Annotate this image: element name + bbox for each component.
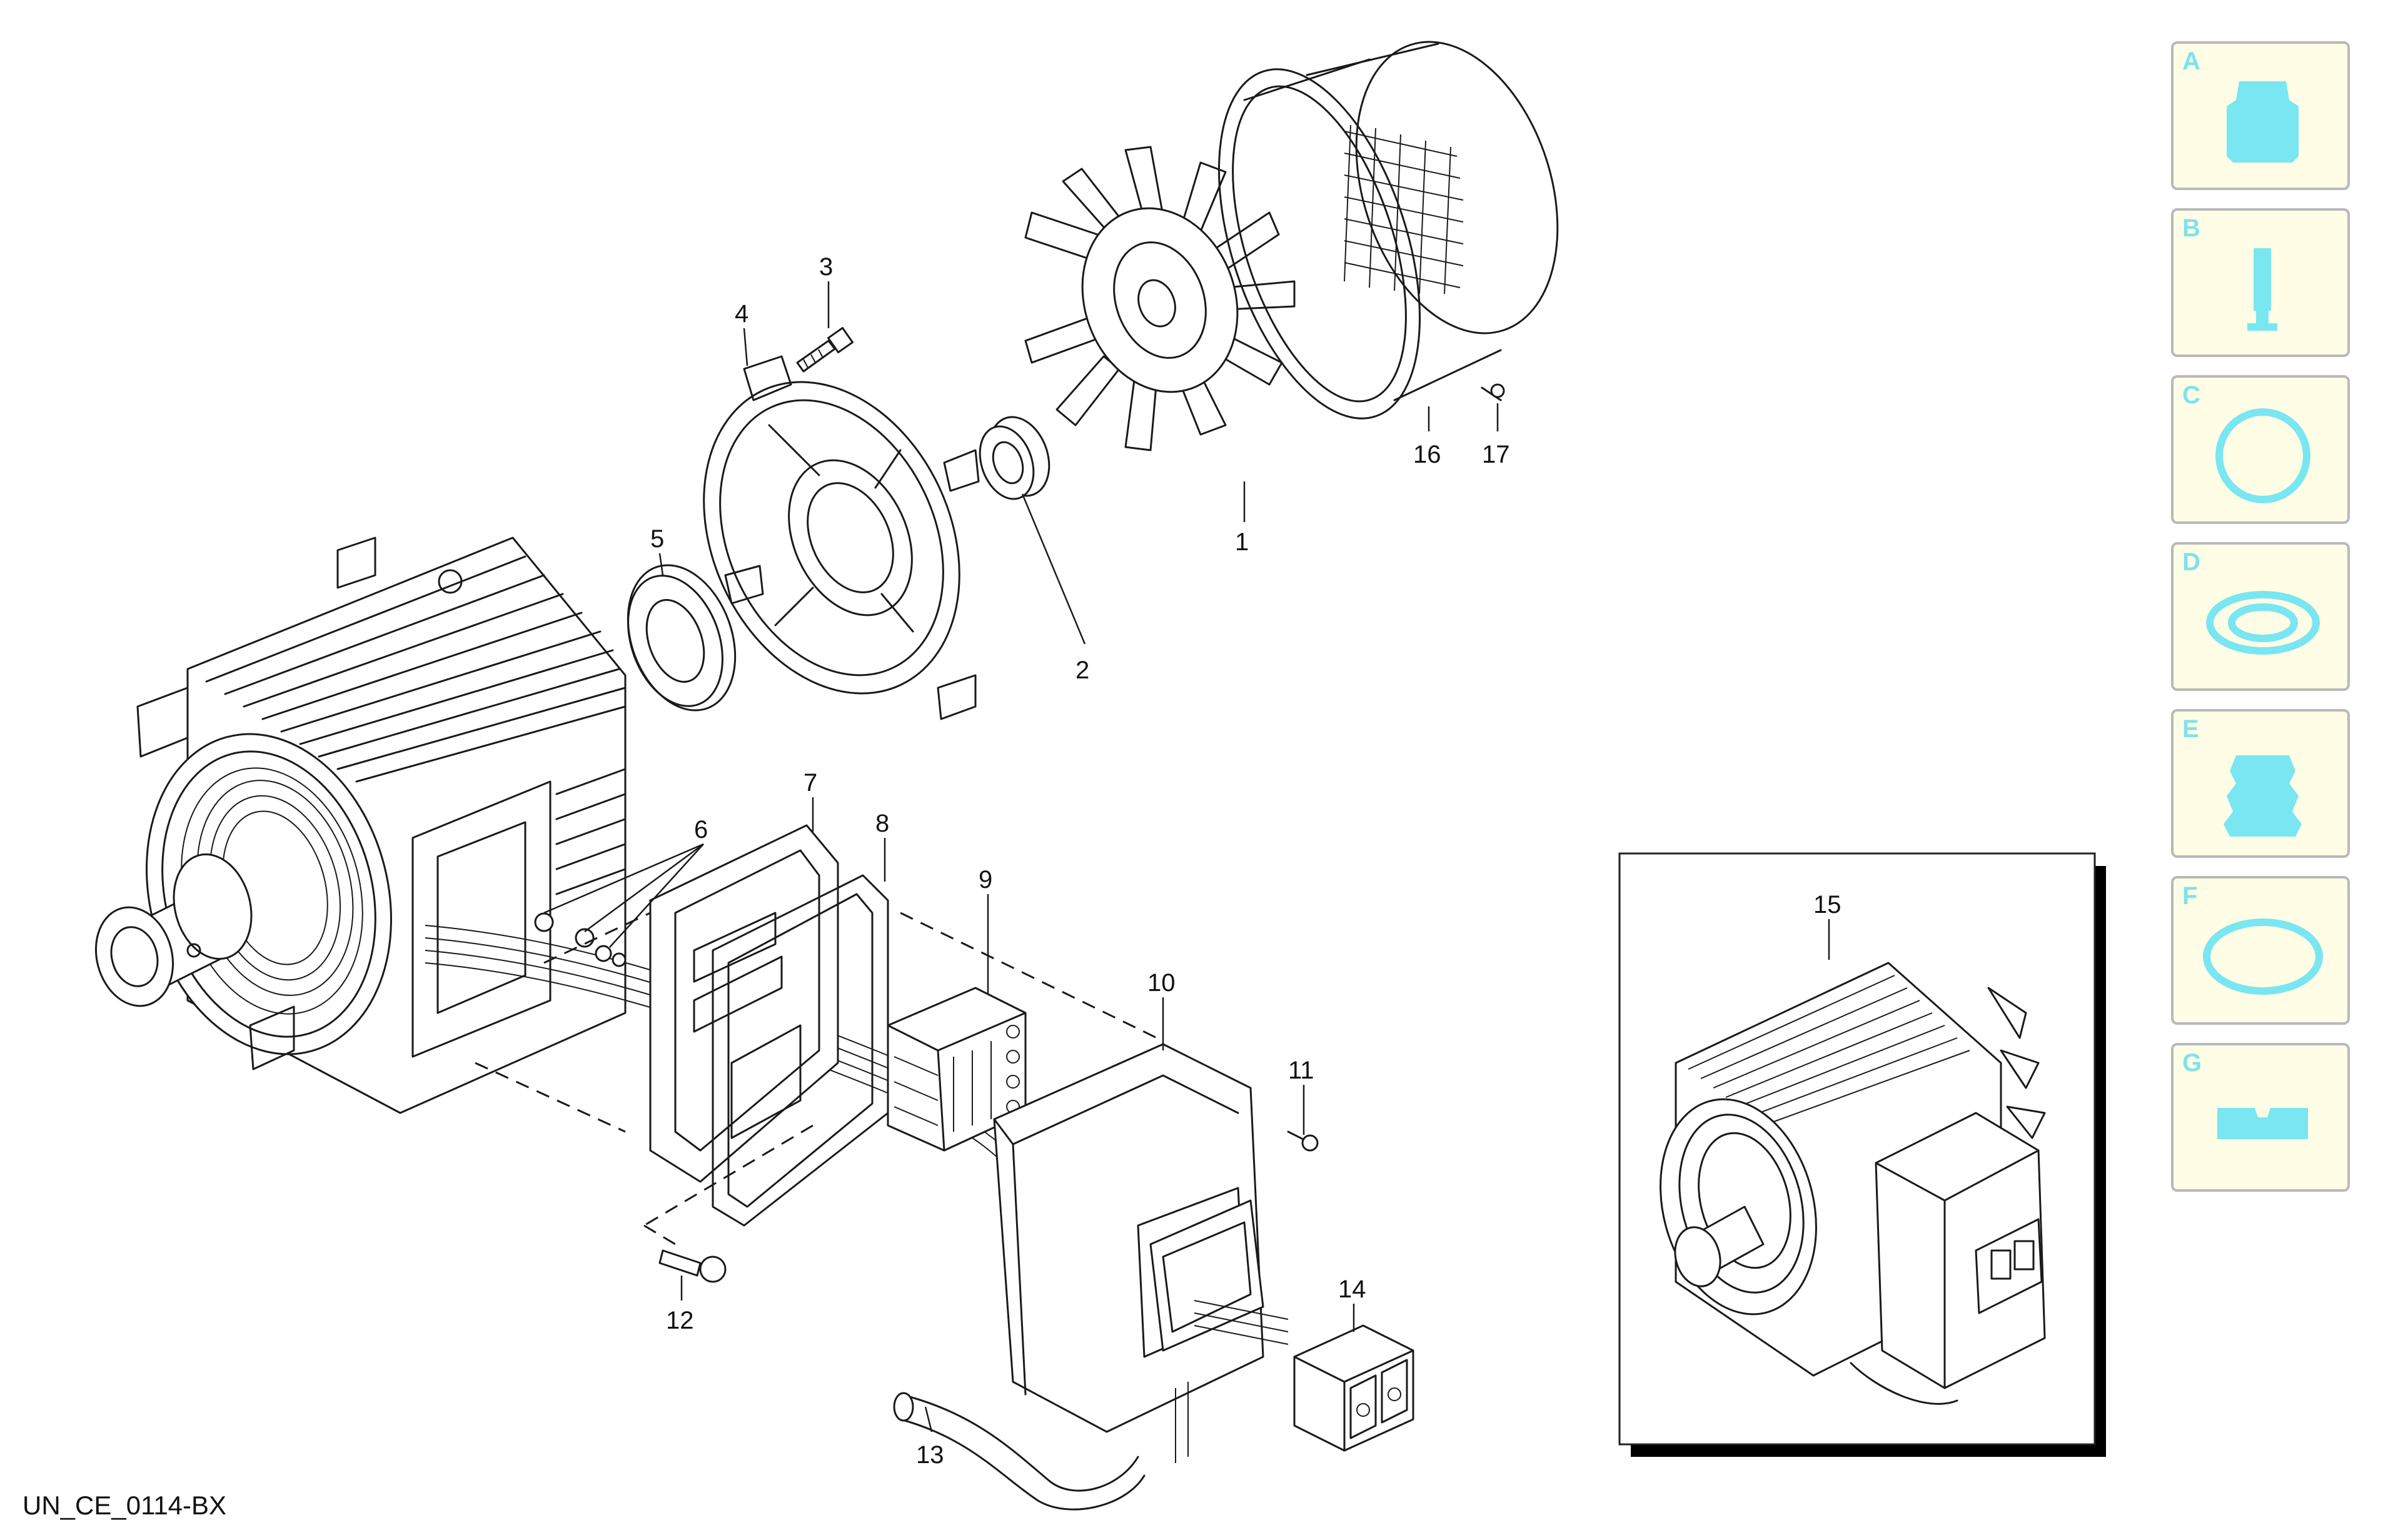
power-cable <box>893 1392 1146 1511</box>
drawing-code: UN_CE_0114-BX <box>23 1491 226 1520</box>
callout-12: 12 <box>666 1307 694 1334</box>
shaft-pin-icon <box>2247 248 2277 331</box>
terminal-box-base <box>649 824 839 1183</box>
base-screw-12 <box>658 1249 727 1283</box>
cover-screw-11 <box>1287 1130 1319 1152</box>
motor-unit-icon <box>2227 81 2299 163</box>
ball-bearing <box>627 564 737 712</box>
tab-a[interactable]: A <box>2171 41 2350 190</box>
tab-f[interactable]: F <box>2171 876 2350 1025</box>
callout-labels: 1 2 3 4 5 6 7 8 9 10 11 12 13 14 16 17 <box>650 253 1510 1469</box>
shield-bolt <box>796 327 854 373</box>
motor-body <box>94 536 627 1114</box>
tab-e[interactable]: E <box>2171 709 2350 858</box>
bellows-icon <box>2224 755 2302 837</box>
callout-7: 7 <box>804 769 817 797</box>
seal-ring-icon <box>2206 591 2320 655</box>
tab-letter: A <box>2182 48 2200 75</box>
callout-6: 6 <box>694 816 708 843</box>
callout-4: 4 <box>735 300 748 328</box>
tab-letter: D <box>2182 548 2200 576</box>
callout-3: 3 <box>819 253 833 281</box>
assembled-view-inset: 15 <box>1618 852 2106 1457</box>
tab-c[interactable]: C <box>2171 375 2350 524</box>
callout-5: 5 <box>650 525 664 553</box>
end-shield <box>703 355 980 720</box>
callout-1: 1 <box>1235 528 1249 556</box>
tab-b[interactable]: B <box>2171 208 2350 357</box>
shaft-collar <box>979 416 1050 500</box>
tab-letter: B <box>2182 214 2200 242</box>
gasket-ring-icon <box>2215 408 2310 503</box>
tab-letter: C <box>2182 381 2200 409</box>
fan-cover <box>1218 41 1559 420</box>
callout-9: 9 <box>979 866 992 893</box>
callout-11: 11 <box>1288 1057 1314 1084</box>
callout-13: 13 <box>916 1441 944 1469</box>
callout-2: 2 <box>1076 657 1089 684</box>
callout-17: 17 <box>1482 441 1510 468</box>
cover-screw <box>1481 383 1505 401</box>
tab-letter: F <box>2182 882 2198 910</box>
cooling-fan <box>1024 146 1296 451</box>
tab-letter: G <box>2182 1049 2202 1077</box>
callout-10: 10 <box>1147 969 1176 997</box>
terminal-box-cover <box>993 1043 1289 1463</box>
inset-callout-15: 15 <box>1813 891 1841 918</box>
o-ring-icon <box>2203 918 2323 995</box>
block-icon <box>2217 1108 2308 1139</box>
tab-d[interactable]: D <box>2171 542 2350 691</box>
callout-leaders <box>543 281 1499 1432</box>
tab-letter: E <box>2182 715 2199 743</box>
callout-8: 8 <box>875 810 889 837</box>
callout-14: 14 <box>1338 1276 1366 1303</box>
power-switch <box>1293 1324 1414 1452</box>
callout-16: 16 <box>1413 441 1441 468</box>
tab-g[interactable]: G <box>2171 1043 2350 1192</box>
terminal-block <box>887 987 1027 1152</box>
